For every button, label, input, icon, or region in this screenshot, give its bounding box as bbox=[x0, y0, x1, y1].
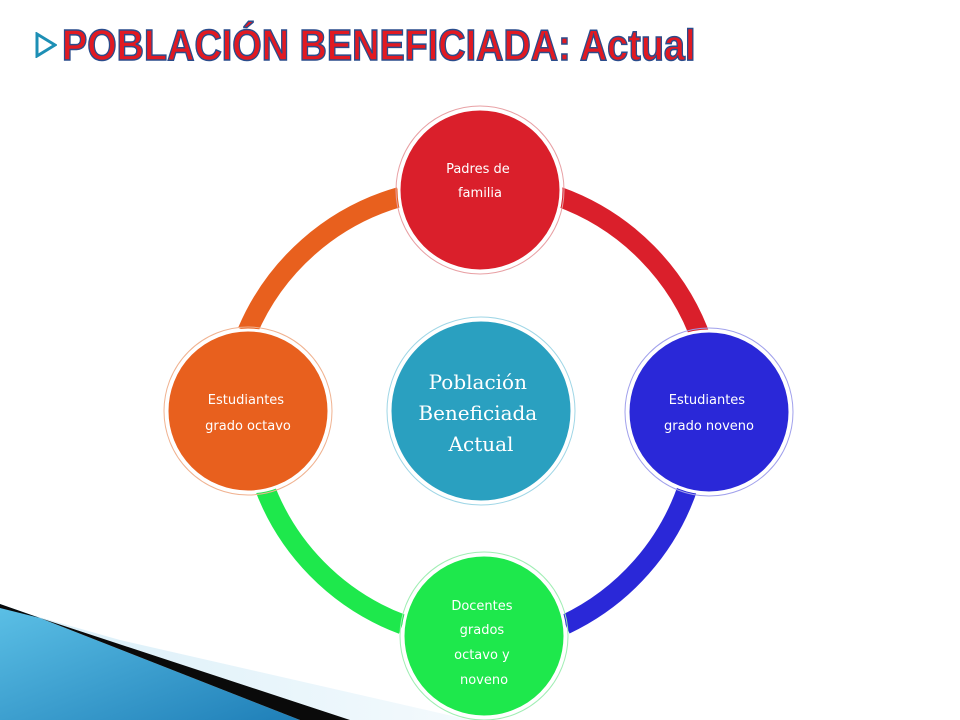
node-octavo-line-2: grado octavo bbox=[205, 419, 291, 434]
node-octavo-line-1: Estudiantes bbox=[208, 393, 284, 408]
node-padres-de-familia: Padres de familia bbox=[395, 105, 565, 275]
node-docentes: Docentes grados octavo y noveno bbox=[399, 551, 569, 720]
node-padres-line-2: familia bbox=[458, 186, 502, 201]
corner-decoration bbox=[0, 604, 470, 720]
node-estudiantes-grado-noveno: Estudiantes grado noveno bbox=[624, 327, 794, 497]
ring-segment-noveno-to-docentes bbox=[560, 481, 699, 634]
center-label-line-2: Beneficiada bbox=[418, 401, 537, 425]
svg-text:Padres de familia: Padres de familia bbox=[446, 162, 514, 201]
svg-text:Estudiantes grado oct: Estudiantes grado octavo bbox=[205, 393, 291, 434]
cycle-ring bbox=[238, 187, 712, 634]
node-docentes-line-1: Docentes bbox=[451, 599, 512, 614]
node-noveno-line-2: grado noveno bbox=[664, 419, 754, 434]
svg-text:Estudiantes grado nove: Estudiantes grado noveno bbox=[664, 393, 754, 434]
center-node: Población Beneficiada Actual bbox=[386, 316, 576, 506]
center-label-line-3: Actual bbox=[448, 432, 514, 456]
node-docentes-line-3: octavo y bbox=[454, 648, 510, 663]
node-noveno-line-1: Estudiantes bbox=[669, 393, 745, 408]
bullet-arrow-icon bbox=[35, 32, 57, 58]
ring-segment-octavo-to-padres bbox=[238, 187, 403, 336]
node-docentes-line-4: noveno bbox=[460, 673, 508, 688]
node-docentes-line-2: grados bbox=[460, 623, 505, 638]
svg-text:Docentes grados: Docentes grados octavo y noveno bbox=[451, 599, 516, 688]
node-padres-line-1: Padres de bbox=[446, 162, 510, 177]
node-estudiantes-grado-octavo: Estudiantes grado octavo bbox=[163, 326, 333, 496]
ring-segment-padres-to-noveno bbox=[554, 187, 712, 346]
page-title: POBLACIÓN BENEFICIADA: Actual bbox=[61, 20, 696, 70]
svg-text:Población Beneficiada: Población Beneficiada Actual bbox=[418, 370, 543, 456]
center-label-line-1: Población bbox=[429, 370, 527, 394]
ring-segment-docentes-to-octavo bbox=[253, 478, 407, 634]
